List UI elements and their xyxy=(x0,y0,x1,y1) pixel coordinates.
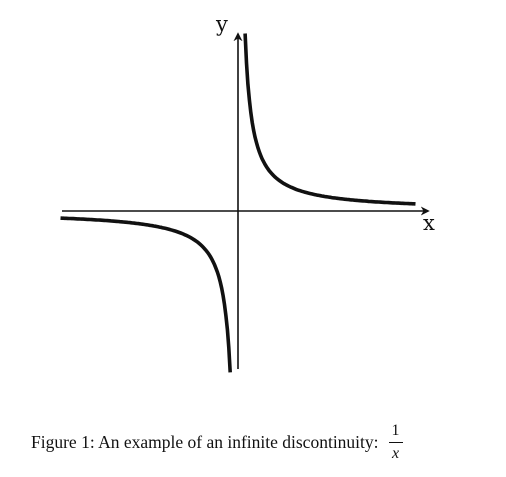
fraction-denominator: x xyxy=(391,444,400,462)
hyperbola-figure: x y xyxy=(60,12,435,373)
curve-positive-branch xyxy=(243,33,416,206)
y-axis-label: y xyxy=(215,12,228,36)
figure-caption: Figure 1: An example of an infinite disc… xyxy=(31,418,403,466)
fraction-bar xyxy=(388,441,403,443)
fraction-numerator: 1 xyxy=(391,421,400,439)
x-axis-label: x xyxy=(423,211,435,235)
caption-fraction: 1 x xyxy=(388,421,403,462)
caption-text: Figure 1: An example of an infinite disc… xyxy=(31,431,379,452)
curve-negative-branch xyxy=(60,216,232,373)
